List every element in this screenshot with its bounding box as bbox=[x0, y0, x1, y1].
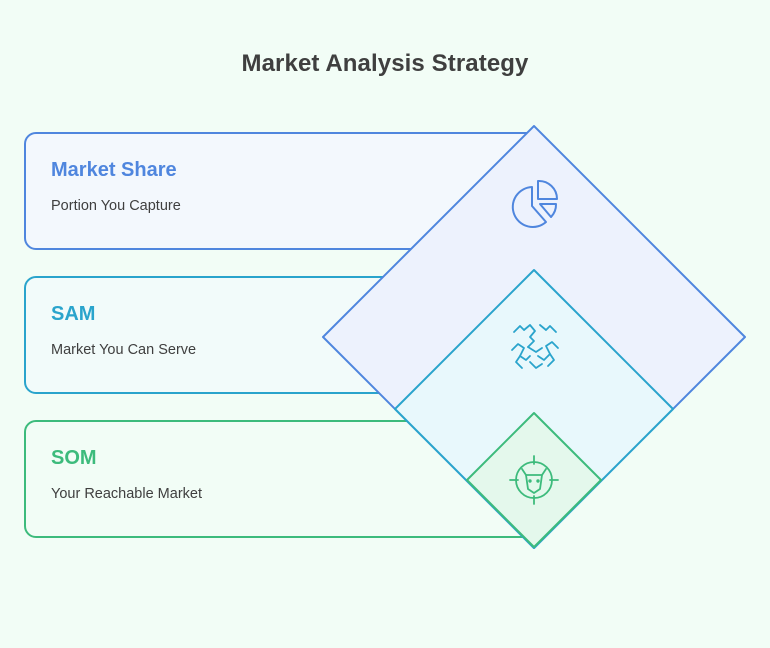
card-subtitle: Market You Can Serve bbox=[51, 342, 197, 358]
pie-chart-icon bbox=[511, 179, 559, 228]
diamond-som bbox=[466, 412, 602, 548]
card-subtitle: Your Reachable Market bbox=[51, 486, 202, 502]
card-title: Market Share bbox=[51, 159, 177, 181]
card-title: SAM bbox=[51, 303, 96, 325]
card-subtitle: Portion You Capture bbox=[51, 198, 181, 214]
page-title: Market Analysis Strategy bbox=[241, 50, 529, 77]
handshake-icon bbox=[511, 324, 559, 369]
card-title: SOM bbox=[51, 447, 97, 469]
bull-target-icon bbox=[509, 455, 559, 505]
